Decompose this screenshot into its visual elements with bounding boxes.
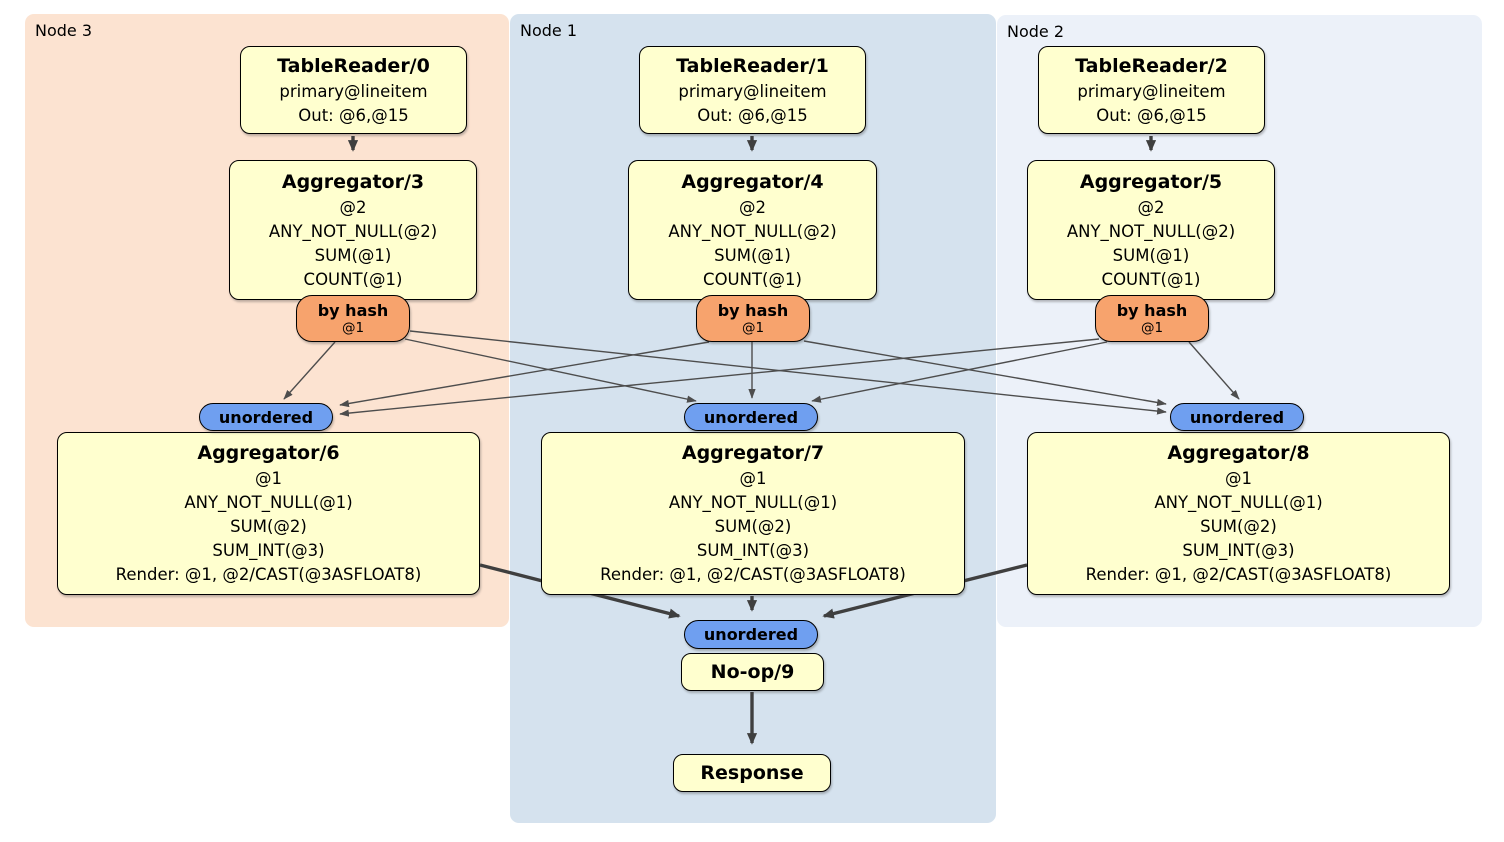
node-detail-line: @1 — [255, 469, 282, 488]
node-title: TableReader/1 — [676, 54, 829, 77]
node-detail-line: @2 — [339, 197, 367, 217]
node-detail-line: COUNT(@1) — [303, 269, 403, 289]
node-detail-line: SUM(@2) — [714, 517, 792, 536]
node-title: Response — [700, 761, 804, 784]
router-detail: @1 — [1140, 319, 1164, 336]
node-title: No-op/9 — [710, 660, 795, 683]
node-aggregator-8: Aggregator/8 @1 ANY_NOT_NULL(@1) SUM(@2)… — [1027, 432, 1450, 595]
node-detail-line: Render: @1, @2/CAST(@3ASFLOAT8) — [600, 565, 906, 584]
node-aggregator-7: Aggregator/7 @1 ANY_NOT_NULL(@1) SUM(@2)… — [541, 432, 965, 595]
node-detail-line: SUM_INT(@3) — [696, 541, 810, 560]
node-title: TableReader/0 — [277, 54, 430, 77]
node-detail-line: Out: @6,@15 — [298, 105, 409, 125]
node-detail-line: primary@lineitem — [678, 81, 827, 101]
sync-unordered-node1: unordered — [684, 403, 818, 431]
edge-byhash-node2-to-unordered-node1 — [811, 341, 1108, 403]
node-tablereader-0: TableReader/0 primary@lineitem Out: @6,@… — [240, 46, 467, 134]
node-detail-line: SUM_INT(@3) — [212, 541, 325, 560]
router-by-hash-node2: by hash @1 — [1095, 295, 1209, 342]
edge-byhash-node3-to-unordered-node2 — [409, 330, 1167, 415]
router-label: by hash — [1116, 300, 1188, 320]
node-detail-line: SUM_INT(@3) — [1182, 541, 1295, 560]
node-aggregator-3: Aggregator/3 @2 ANY_NOT_NULL(@2) SUM(@1)… — [229, 160, 477, 300]
edge-byhash-node2-to-unordered-node2 — [1188, 341, 1240, 400]
node-title: Aggregator/7 — [681, 442, 825, 464]
node-title: Aggregator/3 — [281, 170, 425, 193]
node-detail-line: SUM(@1) — [314, 245, 392, 265]
sync-unordered-node2: unordered — [1170, 403, 1304, 431]
sync-label: unordered — [703, 625, 799, 644]
node-detail-line: Render: @1, @2/CAST(@3ASFLOAT8) — [115, 565, 422, 584]
sync-unordered-final: unordered — [684, 620, 818, 649]
sync-unordered-node3: unordered — [199, 403, 333, 431]
router-label: by hash — [717, 300, 789, 320]
node-detail-line: ANY_NOT_NULL(@1) — [668, 493, 838, 512]
node-detail-line: SUM(@1) — [714, 245, 791, 265]
router-label: by hash — [317, 300, 389, 320]
edge-byhash-node3-to-unordered-node1 — [404, 338, 697, 403]
node-aggregator-5: Aggregator/5 @2 ANY_NOT_NULL(@2) SUM(@1)… — [1027, 160, 1275, 300]
node-detail-line: Out: @6,@15 — [1096, 105, 1207, 125]
node-title: Aggregator/4 — [681, 170, 824, 193]
sync-label: unordered — [1189, 407, 1285, 427]
node-title: Aggregator/5 — [1079, 170, 1223, 193]
node-detail-line: ANY_NOT_NULL(@2) — [268, 221, 438, 241]
node-title: Aggregator/8 — [1167, 442, 1310, 464]
router-detail: @1 — [741, 319, 765, 336]
edge-byhash-node2-to-unordered-node3 — [339, 338, 1100, 417]
edge-byhash-node1-to-unordered-node2 — [803, 340, 1167, 407]
node-detail-line: @1 — [1225, 469, 1252, 488]
node-response: Response — [673, 754, 831, 792]
node-detail-line: ANY_NOT_NULL(@1) — [1154, 493, 1323, 512]
node-aggregator-4: Aggregator/4 @2 ANY_NOT_NULL(@2) SUM(@1)… — [628, 160, 877, 300]
node-tablereader-2: TableReader/2 primary@lineitem Out: @6,@… — [1038, 46, 1265, 134]
node-detail-line: @1 — [739, 469, 767, 488]
node-detail-line: primary@lineitem — [1077, 81, 1226, 101]
node-detail-line: Render: @1, @2/CAST(@3ASFLOAT8) — [1085, 565, 1392, 584]
node-detail-line: ANY_NOT_NULL(@2) — [668, 221, 837, 241]
edge-byhash-node1-to-unordered-node3 — [339, 341, 710, 408]
node-detail-line: primary@lineitem — [279, 81, 428, 101]
sync-label: unordered — [703, 407, 799, 427]
node-detail-line: SUM(@2) — [1200, 517, 1277, 536]
node-detail-line: SUM(@2) — [230, 517, 307, 536]
node-detail-line: @2 — [1137, 197, 1165, 217]
node-detail-line: COUNT(@1) — [1101, 269, 1201, 289]
node-detail-line: ANY_NOT_NULL(@2) — [1066, 221, 1236, 241]
router-detail: @1 — [341, 319, 365, 336]
router-by-hash-node3: by hash @1 — [296, 295, 410, 342]
region-node-3-label: Node 3 — [35, 21, 93, 40]
sync-label: unordered — [218, 407, 314, 427]
node-detail-line: @2 — [739, 197, 766, 217]
node-noop-9: No-op/9 — [681, 653, 824, 691]
node-detail-line: COUNT(@1) — [703, 269, 802, 289]
node-title: Aggregator/6 — [197, 442, 340, 464]
router-by-hash-node1: by hash @1 — [696, 295, 810, 342]
region-node-1-label: Node 1 — [520, 21, 578, 40]
node-title: TableReader/2 — [1075, 54, 1228, 77]
node-aggregator-6: Aggregator/6 @1 ANY_NOT_NULL(@1) SUM(@2)… — [57, 432, 480, 595]
node-detail-line: ANY_NOT_NULL(@1) — [184, 493, 353, 512]
node-detail-line: Out: @6,@15 — [697, 105, 808, 125]
node-detail-line: SUM(@1) — [1112, 245, 1190, 265]
region-node-2-label: Node 2 — [1007, 22, 1065, 41]
edge-byhash-node3-to-unordered-node3 — [283, 341, 336, 400]
node-tablereader-1: TableReader/1 primary@lineitem Out: @6,@… — [639, 46, 866, 134]
